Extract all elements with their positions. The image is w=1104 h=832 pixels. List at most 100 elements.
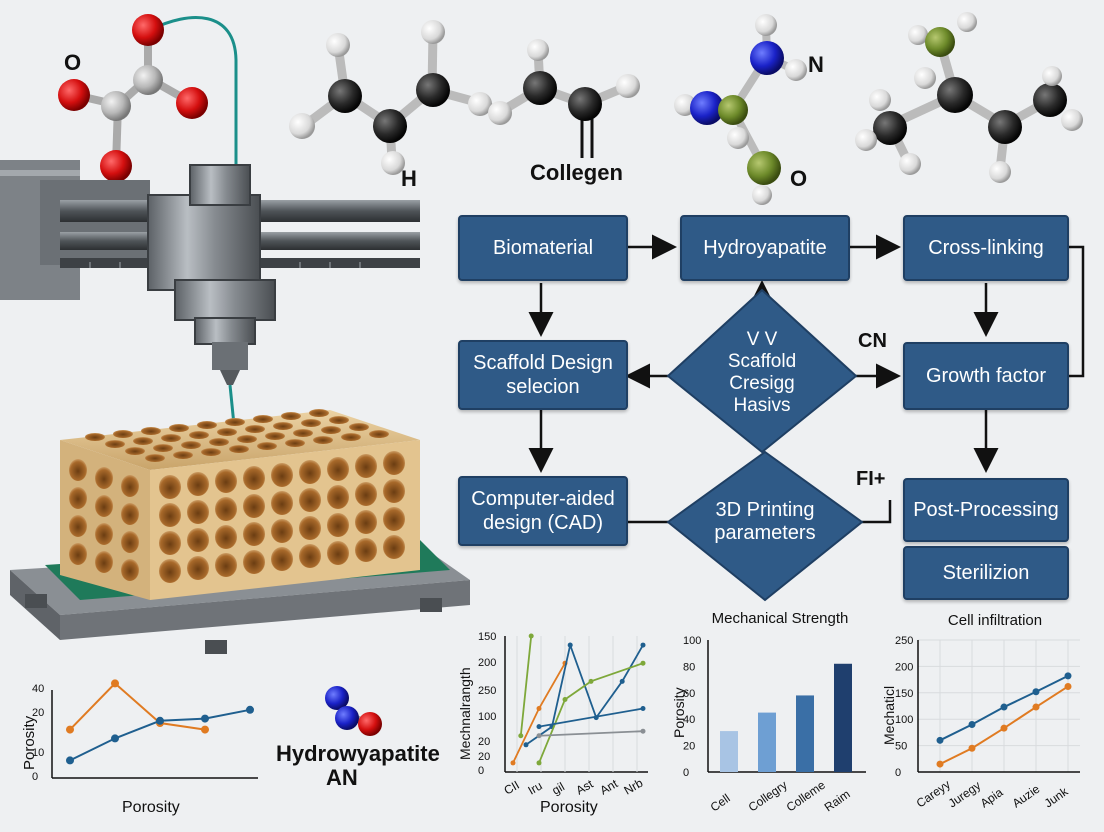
chart-3-bar (720, 731, 738, 772)
chart-2-series-line (538, 707, 644, 728)
diamond-line-3: Cresigg (729, 373, 795, 394)
chart-4-y-tick: 0 (895, 767, 901, 779)
chart-1-y-tick: 40 (32, 683, 44, 695)
scaffold-pore (201, 448, 221, 456)
chart-4-point (968, 744, 976, 752)
scaffold-pore (329, 416, 349, 424)
chart-4-x-tick: Auzie (1010, 782, 1043, 811)
scaffold-pore (271, 519, 293, 543)
chart-2-x-tick: CII (502, 778, 522, 798)
post-processing-text: Post-Processing (913, 499, 1059, 521)
scaffold-pore (125, 447, 145, 455)
chart-4-point (1064, 682, 1072, 690)
scaffold-pore (95, 495, 113, 517)
chart-1-point (246, 705, 254, 714)
scaffold-pore (159, 475, 181, 499)
chart-4-point (968, 720, 976, 728)
chart-3-y-tick: 20 (683, 741, 695, 753)
scaffold-design-diamond (666, 288, 858, 454)
chart-1-y-tick: 0 (32, 771, 38, 783)
chart-3-x-tick: Cell (708, 791, 733, 814)
chart-4-x-tick: Juregy (946, 778, 984, 810)
chart-2-y-tick: 20 (478, 736, 490, 748)
scaffold-pore (215, 553, 237, 577)
hydrocarbon-molecule-icon (855, 12, 1083, 183)
chart-3-x-tick: Raim (822, 787, 853, 815)
chart-4-point (1032, 703, 1040, 711)
scaffold-pore (69, 543, 87, 565)
scaffold-pore (85, 433, 105, 441)
chart-4-y-tick: 50 (895, 741, 907, 753)
scaffold-pore (121, 503, 139, 525)
scaffold-pore (273, 422, 293, 430)
chart-1-point (66, 725, 74, 734)
chart-1-y-tick: 20 (32, 707, 44, 719)
scaffold-pore (133, 437, 153, 445)
chart-1-series-line (69, 682, 206, 731)
scaffold-pore (355, 454, 377, 478)
scaffold-pore (217, 428, 237, 436)
flow-arrows (528, 234, 1085, 524)
diamond-line-1: V V (746, 329, 778, 351)
chart-3-y-tick: 60 (683, 688, 695, 700)
chart-1-point (201, 714, 209, 723)
chart-4-y-tick: 150 (895, 688, 913, 700)
scaffold-pore (383, 451, 405, 475)
chart-2-point (588, 678, 594, 684)
scaffold-pore (243, 466, 265, 490)
hydroxyapatite-caption-2: AN (326, 765, 358, 790)
scaffold-pore (169, 424, 189, 432)
scaffold-pore (327, 485, 349, 509)
chart-1-point (201, 725, 209, 734)
chart-2-series-line (512, 662, 566, 764)
scaffold-pore (327, 541, 349, 565)
scaffold-pore (69, 459, 87, 481)
chart-2-y-tick: 100 (478, 711, 496, 723)
scaffold-pore (121, 531, 139, 553)
cross-linking-box: Cross-linking (903, 215, 1069, 281)
printing-line-2: parameters (714, 522, 816, 544)
chart-4-x-tick: Junk (1042, 784, 1072, 811)
chart-cell-infiltration: 250200150100500MechaticlCareyyJuregyApia… (881, 635, 1080, 810)
scaffold-pore (271, 491, 293, 515)
scaffold-pore (299, 516, 321, 540)
chart-2-x-label: Porosity (540, 799, 598, 816)
scaffold-pore (265, 432, 285, 440)
oxygen-label-2: O (790, 166, 808, 191)
scaffold-pore (215, 525, 237, 549)
chart-2-point (640, 706, 646, 712)
chart-1-x-label: Porosity (122, 799, 180, 816)
nitrogen-label: N (808, 52, 824, 77)
chart-3-bar (834, 663, 852, 772)
chart-2-y-tick: 200 (478, 657, 496, 669)
scaffold-pore (383, 479, 405, 503)
scaffold-pore (95, 467, 113, 489)
scaffold-pore (243, 494, 265, 518)
chart-2-series-line (538, 730, 644, 737)
scaffold-illustration (10, 409, 470, 654)
cad-box: Computer-aided design (CAD) (458, 476, 628, 546)
scaffold-pore (245, 425, 265, 433)
scaffold-pore (355, 510, 377, 534)
scaffold-pore (327, 457, 349, 481)
nitrogen-molecule-icon (674, 14, 807, 205)
chart-4-point (1000, 703, 1008, 711)
scaffold-pore (243, 550, 265, 574)
scaffold-pore (121, 475, 139, 497)
fi-label: FI+ (856, 468, 886, 490)
printing-parameters-diamond (666, 450, 864, 602)
chart-4-point (1064, 672, 1072, 680)
chart-3-y-tick: 100 (683, 635, 701, 647)
chart-2-x-tick: Ast (574, 776, 597, 797)
chart-2-x-tick: Nrb (622, 776, 646, 798)
scaffold-pore (285, 439, 305, 447)
cad-line-2: design (CAD) (482, 512, 604, 534)
cad-line-1: Computer-aided (471, 488, 615, 510)
chart-2-y-tick: 20 (478, 751, 490, 763)
scaffold-pore (313, 436, 333, 444)
scaffold-pore (145, 454, 165, 462)
